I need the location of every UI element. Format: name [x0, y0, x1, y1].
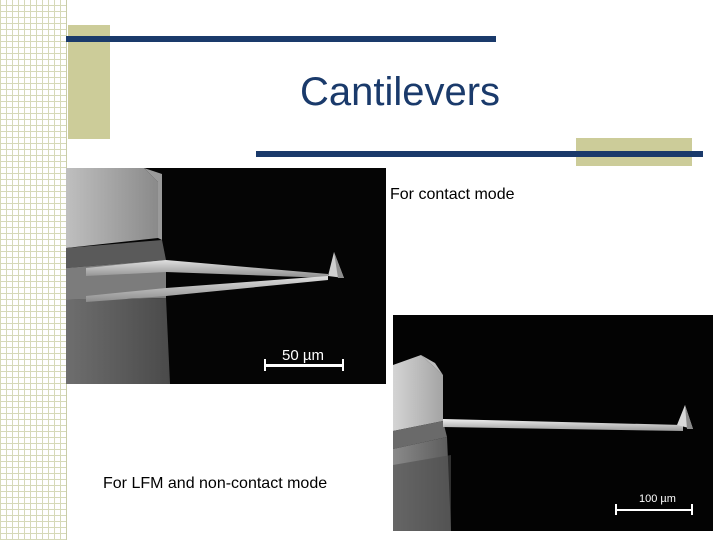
- contact-mode-cantilever-image: 50 µm: [66, 168, 386, 384]
- decorative-square-top: [68, 25, 110, 139]
- contact-cantilever-drawing: 50 µm: [66, 168, 386, 384]
- scale-bar-bottom: [615, 509, 693, 511]
- lfm-noncontact-cantilever-image: 100 µm: [393, 315, 713, 531]
- lfm-noncontact-caption: For LFM and non-contact mode: [103, 475, 328, 492]
- grid-pattern-strip: [0, 0, 67, 540]
- scale-bar-top: [264, 364, 344, 367]
- scale-bar-label-bottom: 100 µm: [639, 493, 676, 505]
- noncontact-cantilever-drawing: 100 µm: [393, 315, 713, 531]
- slide-title: Cantilevers: [299, 70, 501, 114]
- decorative-line-bottom: [256, 151, 703, 157]
- scale-bar-label-top: 50 µm: [282, 347, 324, 364]
- contact-mode-caption: For contact mode: [390, 186, 515, 203]
- decorative-line-top: [66, 36, 496, 42]
